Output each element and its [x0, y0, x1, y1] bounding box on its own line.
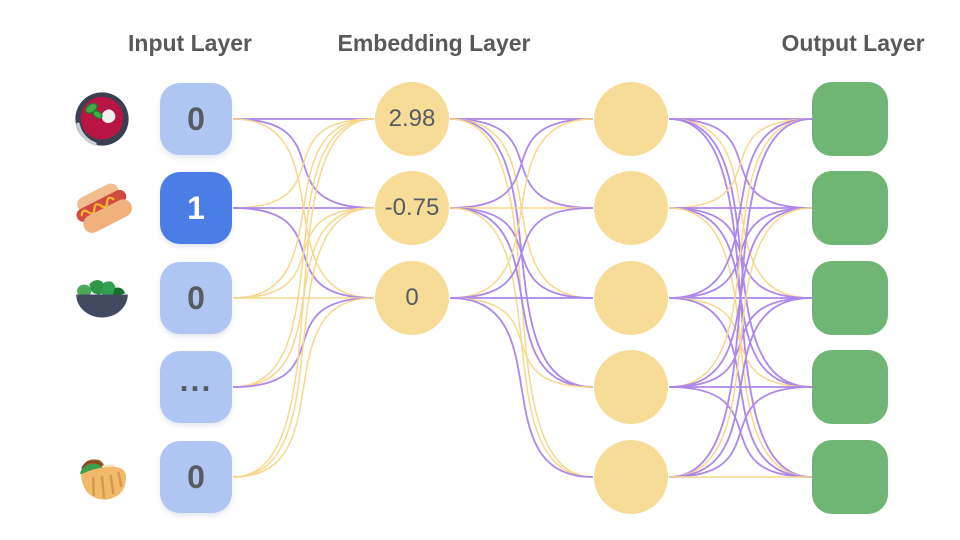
output-layer-title: Output Layer — [781, 30, 925, 56]
embedding-node-value: 2.98 — [388, 105, 436, 132]
input-node-value: 0 — [187, 458, 205, 495]
input-layer-title: Input Layer — [128, 30, 252, 56]
embedding-node-value: -0.75 — [384, 194, 440, 221]
output-node — [812, 350, 888, 424]
embedding-node: -0.75 — [375, 171, 449, 245]
input-node-value: ... — [179, 361, 213, 398]
edge-embedding-hidden — [449, 297, 594, 388]
edge-input-embedding — [232, 118, 375, 299]
input-node-value: 0 — [187, 279, 205, 316]
input-node: 0 — [160, 441, 232, 513]
edge-hidden-output — [668, 118, 813, 209]
edge-hidden-output — [668, 207, 813, 478]
embedding-node-value: 0 — [405, 284, 419, 311]
embedding-layer-title: Embedding Layer — [337, 30, 531, 56]
hidden-node — [594, 440, 668, 514]
edge-hidden-output — [668, 118, 813, 388]
input-node-value: 1 — [187, 189, 205, 226]
edge-hidden-output — [668, 386, 813, 478]
edge-embedding-hidden — [449, 118, 594, 299]
input-node: 1 — [160, 172, 232, 244]
edge-input-embedding — [232, 207, 375, 478]
edge-input-embedding — [232, 118, 375, 209]
output-node — [812, 82, 888, 156]
edge-hidden-output — [668, 297, 813, 478]
input-node: 0 — [160, 262, 232, 334]
hidden-node — [594, 82, 668, 156]
edge-embedding-hidden — [449, 297, 594, 478]
embedding-node: 0 — [375, 261, 449, 335]
hidden-node — [594, 171, 668, 245]
hot-dog-icon — [70, 176, 134, 240]
hidden-node — [594, 261, 668, 335]
edge-hidden-output — [668, 118, 813, 478]
edge-input-embedding — [232, 118, 375, 478]
edge-input-embedding — [232, 297, 375, 478]
embedding-node: 2.98 — [375, 82, 449, 156]
output-node — [812, 171, 888, 245]
soup-bowl-icon — [70, 87, 134, 151]
stuffed-flatbread-icon — [70, 445, 134, 509]
edge-embedding-hidden — [449, 207, 594, 299]
salad-icon — [70, 266, 134, 330]
edge-hidden-output — [668, 118, 813, 299]
input-node-value: 0 — [187, 100, 205, 137]
hidden-node — [594, 350, 668, 424]
edge-embedding-hidden — [449, 118, 594, 209]
input-node: 0 — [160, 83, 232, 155]
edge-input-embedding — [232, 118, 375, 388]
input-node: ... — [160, 351, 232, 423]
output-node — [812, 440, 888, 514]
output-node — [812, 261, 888, 335]
